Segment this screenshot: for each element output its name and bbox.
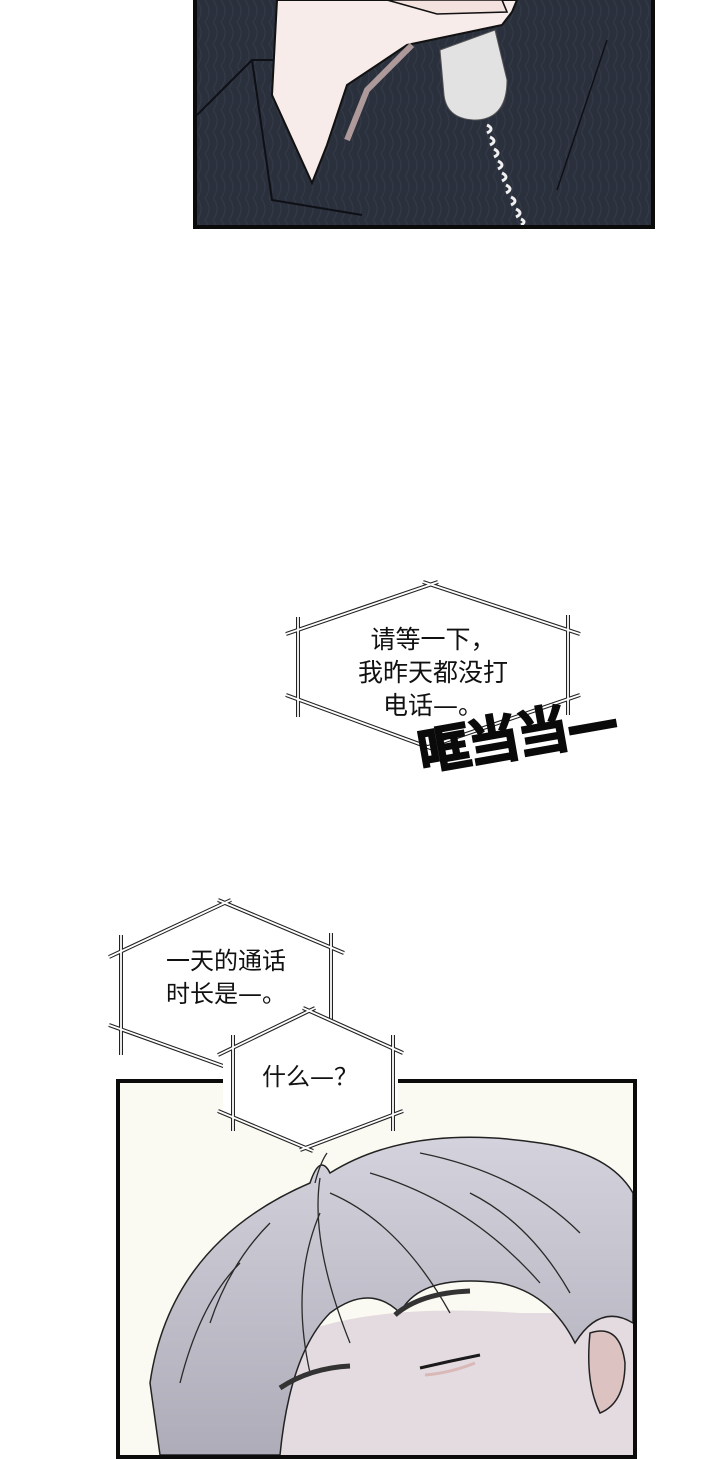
speech-bubble-1: 请等一下， 我昨天都没打 电话—。 [283, 577, 583, 752]
speech-bubble-2: 一天的通话 时长是—。 [106, 895, 346, 1070]
hexagon-bubble-frame [285, 580, 581, 751]
comic-panel-silver-hair [116, 1079, 637, 1459]
silver-hair-character-illustration [120, 1083, 633, 1455]
bubble-3-text: 什么—？ [262, 1063, 358, 1091]
phone-hand-illustration [197, 0, 651, 225]
bubble-1-text: 请等一下， 我昨天都没打 电话—。 [357, 625, 508, 720]
comic-panel-phone-hand [193, 0, 655, 229]
bubble-2-text: 一天的通话 时长是—。 [166, 947, 286, 1008]
speech-bubble-3: 什么—？ [215, 1003, 405, 1153]
hexagon-bubble-frame [217, 1006, 404, 1153]
